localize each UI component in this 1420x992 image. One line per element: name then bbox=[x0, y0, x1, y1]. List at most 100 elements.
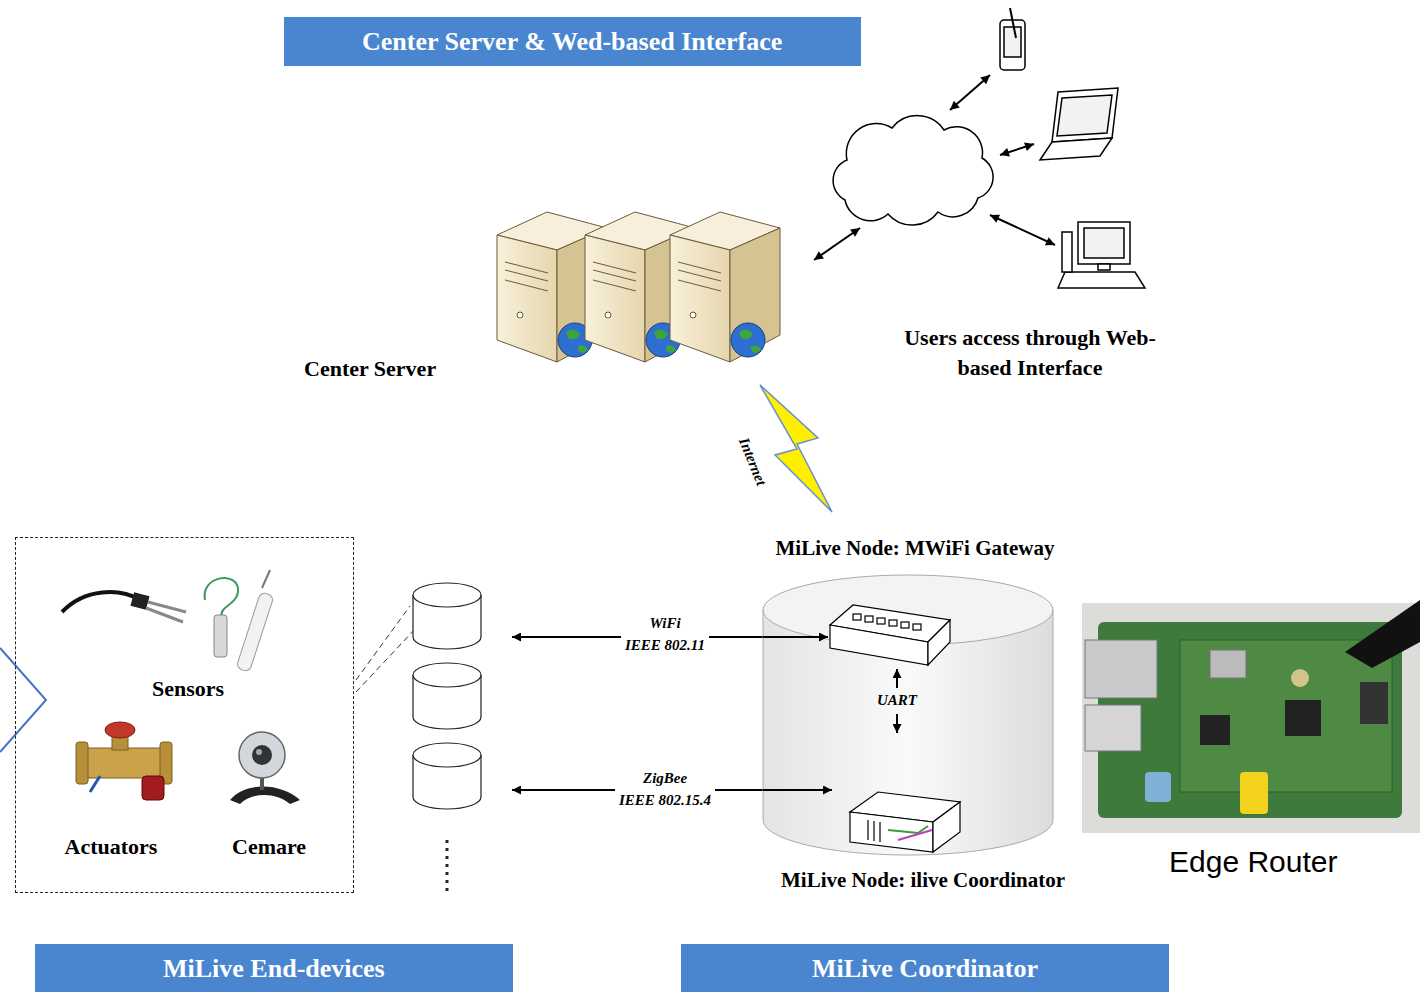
coordinator-cylinder bbox=[865, 616, 873, 622]
coordinator-cylinder bbox=[850, 812, 933, 852]
phone-icon bbox=[1004, 27, 1021, 57]
sensor-icons bbox=[236, 592, 274, 672]
server-tower bbox=[505, 280, 548, 291]
section-band: MiLive End-devices bbox=[35, 944, 513, 992]
edge-router-photo bbox=[1085, 705, 1141, 751]
users-label: Users access through Web-based Interface bbox=[885, 323, 1175, 383]
coordinator-cylinder bbox=[763, 789, 832, 791]
server-tower bbox=[585, 235, 645, 362]
section-band: Center Server & Wed-based Interface bbox=[284, 17, 861, 66]
coordinator-cylinder bbox=[898, 830, 932, 840]
edge-router-photo bbox=[1145, 772, 1171, 802]
band-title: MiLive Coordinator bbox=[812, 953, 1038, 984]
server-stack bbox=[497, 212, 780, 362]
edge-router-photo bbox=[1285, 700, 1321, 736]
protocol-label: WiFi IEEE 802.11 bbox=[621, 613, 709, 657]
coordinator-cylinder bbox=[877, 618, 885, 624]
link-label: Internet bbox=[733, 435, 772, 490]
internet-cloud bbox=[833, 116, 993, 225]
band-title: Center Server & Wed-based Interface bbox=[362, 26, 782, 57]
laptop-icon bbox=[1040, 88, 1118, 160]
camera-icon bbox=[239, 732, 285, 778]
coordinator-cylinder bbox=[830, 625, 928, 665]
coordinator-cylinder bbox=[830, 605, 960, 852]
edge-router-photo bbox=[1200, 715, 1230, 745]
coordinator-cylinder bbox=[763, 636, 828, 638]
camera-icon bbox=[230, 787, 300, 805]
edge-router-photo bbox=[1085, 640, 1157, 698]
coordinator-cylinder bbox=[901, 622, 909, 628]
phone-icon bbox=[1000, 8, 1025, 70]
internet-lightning bbox=[760, 385, 832, 512]
section-band: MiLive Coordinator bbox=[681, 944, 1169, 992]
server-tower bbox=[497, 235, 557, 362]
sensor-icons bbox=[146, 608, 183, 622]
server-label: Center Server bbox=[304, 356, 436, 382]
left-chevron bbox=[0, 648, 46, 752]
desktop-icon bbox=[1058, 222, 1145, 288]
camera-icon bbox=[252, 745, 272, 765]
edge-router-photo bbox=[1291, 669, 1309, 687]
server-tower bbox=[690, 312, 696, 318]
server-tower bbox=[670, 212, 780, 362]
coordinator-cylinder bbox=[763, 575, 1053, 645]
actuator-valve bbox=[76, 722, 172, 800]
phone-icon bbox=[1000, 20, 1025, 70]
sensor-icons bbox=[62, 570, 274, 672]
server-tower bbox=[678, 270, 721, 281]
node-heading: MiLive Node: MWiFi Gateway bbox=[776, 536, 1055, 561]
device-label: Sensors bbox=[152, 676, 224, 702]
actuator-valve bbox=[76, 742, 88, 784]
cloud-links bbox=[990, 215, 1055, 245]
coordinator-cylinder bbox=[889, 620, 897, 626]
coordinator-cylinder bbox=[928, 620, 950, 665]
actuator-valve bbox=[105, 722, 135, 738]
camera-icon bbox=[230, 732, 300, 804]
desktop-icon bbox=[1062, 232, 1072, 272]
photo-caption: Edge Router bbox=[1169, 844, 1337, 880]
protocol-label: ZigBee IEEE 802.15.4 bbox=[615, 768, 715, 812]
desktop-icon bbox=[1084, 228, 1124, 258]
phone-icon bbox=[1010, 8, 1016, 38]
cloud-links bbox=[950, 75, 990, 110]
device-label: Actuators bbox=[65, 834, 158, 860]
coordinator-cylinder bbox=[728, 530, 1118, 895]
coordinator-cylinder bbox=[896, 669, 898, 688]
coordinator-cylinder bbox=[867, 820, 868, 840]
cloud-links bbox=[1000, 144, 1034, 155]
server-tower bbox=[505, 270, 548, 281]
end-device-cylinders bbox=[413, 663, 481, 687]
edge-router-photo bbox=[1240, 772, 1268, 814]
bus-label: UART bbox=[877, 690, 917, 712]
cloud-links bbox=[814, 228, 860, 260]
end-device-cylinders bbox=[413, 583, 481, 607]
end-device-cylinders bbox=[413, 743, 481, 767]
coordinator-cylinder bbox=[763, 637, 897, 790]
internet-cloud bbox=[833, 116, 993, 225]
coordinator-cylinder bbox=[879, 822, 880, 842]
coordinator-cylinder bbox=[933, 802, 960, 852]
server-tower bbox=[593, 270, 636, 281]
sensor-icons bbox=[62, 592, 140, 612]
actuator-valve bbox=[82, 748, 166, 778]
server-tower bbox=[730, 228, 780, 362]
camera-icon bbox=[256, 749, 262, 755]
coordinator-node: MiLive Node: MWiFi GatewayUARTMiLive Nod… bbox=[728, 530, 1118, 895]
laptop-icon bbox=[1040, 138, 1112, 160]
sensor-icons bbox=[262, 570, 270, 588]
coordinator-cylinder bbox=[896, 714, 898, 733]
coordinator-cylinder bbox=[873, 821, 874, 841]
band-title: MiLive End-devices bbox=[163, 953, 385, 984]
device-label: Cemare bbox=[232, 834, 306, 860]
coordinator-cylinder bbox=[853, 614, 861, 620]
desktop-icon bbox=[1098, 264, 1110, 270]
leader-lines bbox=[356, 606, 416, 692]
leader-lines bbox=[356, 628, 416, 692]
laptop-icon bbox=[1052, 88, 1118, 142]
cloud-links bbox=[814, 75, 1055, 260]
desktop-icon bbox=[1058, 272, 1145, 288]
server-tower bbox=[593, 280, 636, 291]
server-tower bbox=[731, 323, 765, 357]
device-group-box: SensorsActuators Cemare bbox=[15, 537, 354, 893]
